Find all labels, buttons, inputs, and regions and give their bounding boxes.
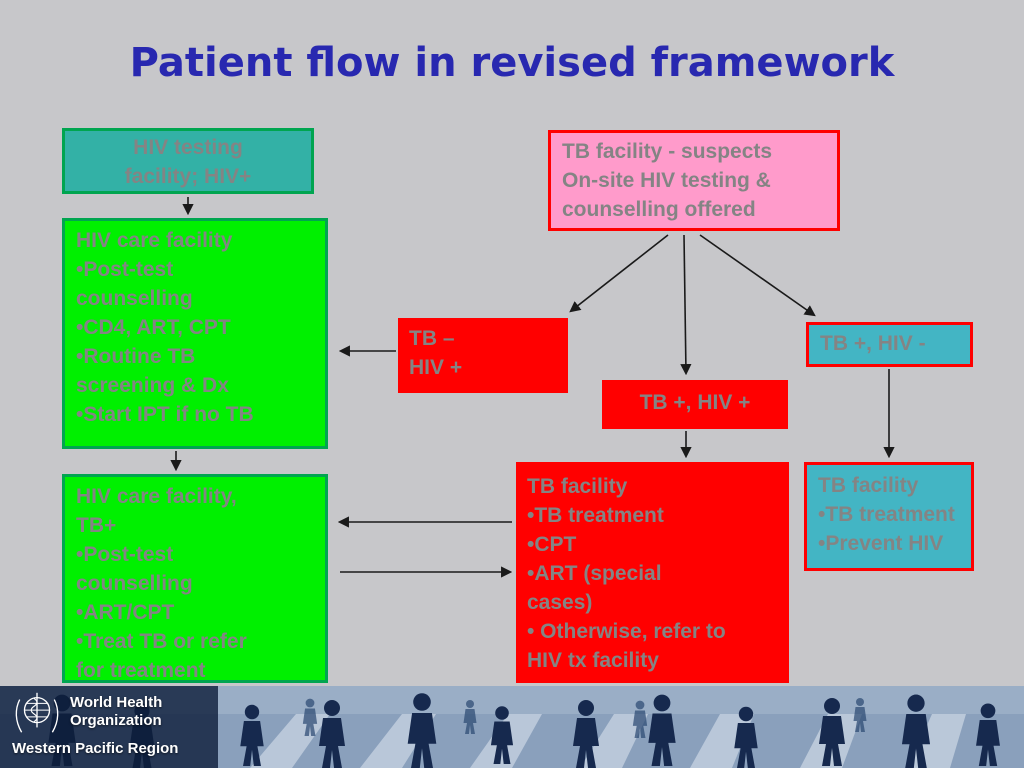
box-tb-positive-hiv-negative: TB +, HIV -	[806, 322, 973, 367]
box-hiv-care-facility: HIV care facility •Post-test counselling…	[62, 218, 328, 449]
arrow-suspects-to-tbneg	[569, 234, 669, 313]
box-tb-positive-hiv-positive: TB +, HIV +	[602, 380, 788, 429]
who-region: Western Pacific Region	[12, 740, 179, 757]
who-logo-icon	[15, 692, 59, 733]
pedestrians-photo	[0, 686, 1024, 768]
box-tb-facility-suspects: TB facility - suspects On-site HIV testi…	[548, 130, 840, 231]
box-tb-negative-hiv-positive: TB – HIV +	[398, 318, 568, 393]
footer-banner: World Health Organization Western Pacifi…	[0, 686, 1024, 768]
box-tb-facility-treatment: TB facility •TB treatment •CPT •ART (spe…	[516, 462, 789, 683]
box-hiv-testing-facility: HIV testing facility; HIV+	[62, 128, 314, 194]
arrow-suspects-to-tbpos	[680, 234, 692, 376]
box-hiv-care-facility-tb-positive: HIV care facility, TB+ •Post-test counse…	[62, 474, 328, 683]
arrow-suspects-to-tbpos-hivneg	[699, 234, 816, 317]
slide-title: Patient flow in revised framework	[129, 40, 895, 86]
box-tb-facility-prevent-hiv: TB facility •TB treatment •Prevent HIV	[804, 462, 974, 571]
who-org-name: World Health Organization	[70, 694, 163, 729]
